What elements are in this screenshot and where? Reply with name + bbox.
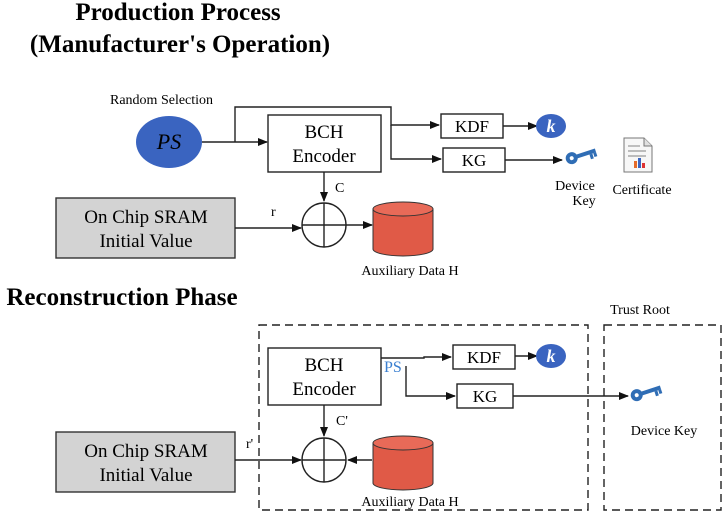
kg-box-reconstruction (456, 383, 514, 409)
ps-node (136, 116, 202, 168)
key-icon-reconstruction (630, 385, 663, 402)
c-prime-label: C' (336, 414, 348, 429)
k-node (536, 114, 566, 138)
kdf-label-reconstruction: KDF (467, 348, 501, 367)
key-icon (565, 148, 598, 165)
aux-data-label: Auxiliary Data H (361, 264, 458, 279)
bch-label-line2: Encoder (292, 146, 356, 167)
sram-label-line1-reconstruction: On Chip SRAM (84, 441, 208, 462)
bch-encoder-box (267, 114, 382, 173)
trust-root-label: Trust Root (610, 303, 670, 318)
r-prime-label: r' (246, 437, 253, 452)
aux-data-label-reconstruction: Auxiliary Data H (361, 495, 458, 510)
device-key-label-line1: Device (555, 179, 595, 194)
certificate-label: Certificate (612, 183, 671, 198)
sram-box (55, 197, 236, 259)
xor-node (301, 202, 347, 248)
sram-box-reconstruction (55, 431, 236, 493)
ps-label-reconstruction: PS (384, 359, 402, 376)
kg-label: KG (462, 151, 487, 170)
production-title-line1: Production Process (75, 0, 281, 26)
r-label: r (271, 205, 276, 220)
sram-label-line2-reconstruction: Initial Value (99, 465, 192, 486)
bch-label-line1-reconstruction: BCH (304, 355, 343, 376)
arrow-bch-to-kg-reconstruction (405, 366, 456, 400)
device-key-label-reconstruction: Device Key (631, 424, 697, 439)
certificate-icon (623, 137, 653, 173)
random-selection-label: Random Selection (110, 93, 213, 108)
arrow-ps-to-kg (390, 125, 442, 163)
auxiliary-data-cylinder (372, 201, 434, 257)
k-label-reconstruction: k (547, 346, 556, 366)
ps-label: PS (156, 129, 181, 154)
reconstruction-boundary (258, 324, 589, 511)
device-key-label-line2: Key (572, 194, 595, 209)
sram-label-line2: Initial Value (99, 231, 192, 252)
reconstruction-title: Reconstruction Phase (6, 284, 237, 311)
c-label: C (335, 181, 344, 196)
kg-box (442, 147, 506, 173)
kdf-box (440, 113, 504, 139)
auxiliary-data-cylinder-reconstruction (372, 435, 434, 491)
trust-root-boundary (603, 324, 722, 511)
k-label: k (547, 116, 556, 136)
kdf-label: KDF (455, 117, 489, 136)
bch-label-line2-reconstruction: Encoder (292, 379, 356, 400)
kg-label-reconstruction: KG (473, 387, 498, 406)
arrow-ps-to-kdf (234, 106, 440, 142)
production-title-line2: (Manufacturer's Operation) (30, 31, 330, 58)
bch-encoder-box-reconstruction (267, 347, 382, 406)
kdf-box-reconstruction (452, 344, 516, 370)
arrow-bch-to-kdf-reconstruction (381, 353, 452, 361)
sram-label-line1: On Chip SRAM (84, 207, 208, 228)
xor-node-reconstruction (301, 437, 347, 483)
bch-label-line1: BCH (304, 122, 343, 143)
k-node-reconstruction (536, 344, 566, 368)
